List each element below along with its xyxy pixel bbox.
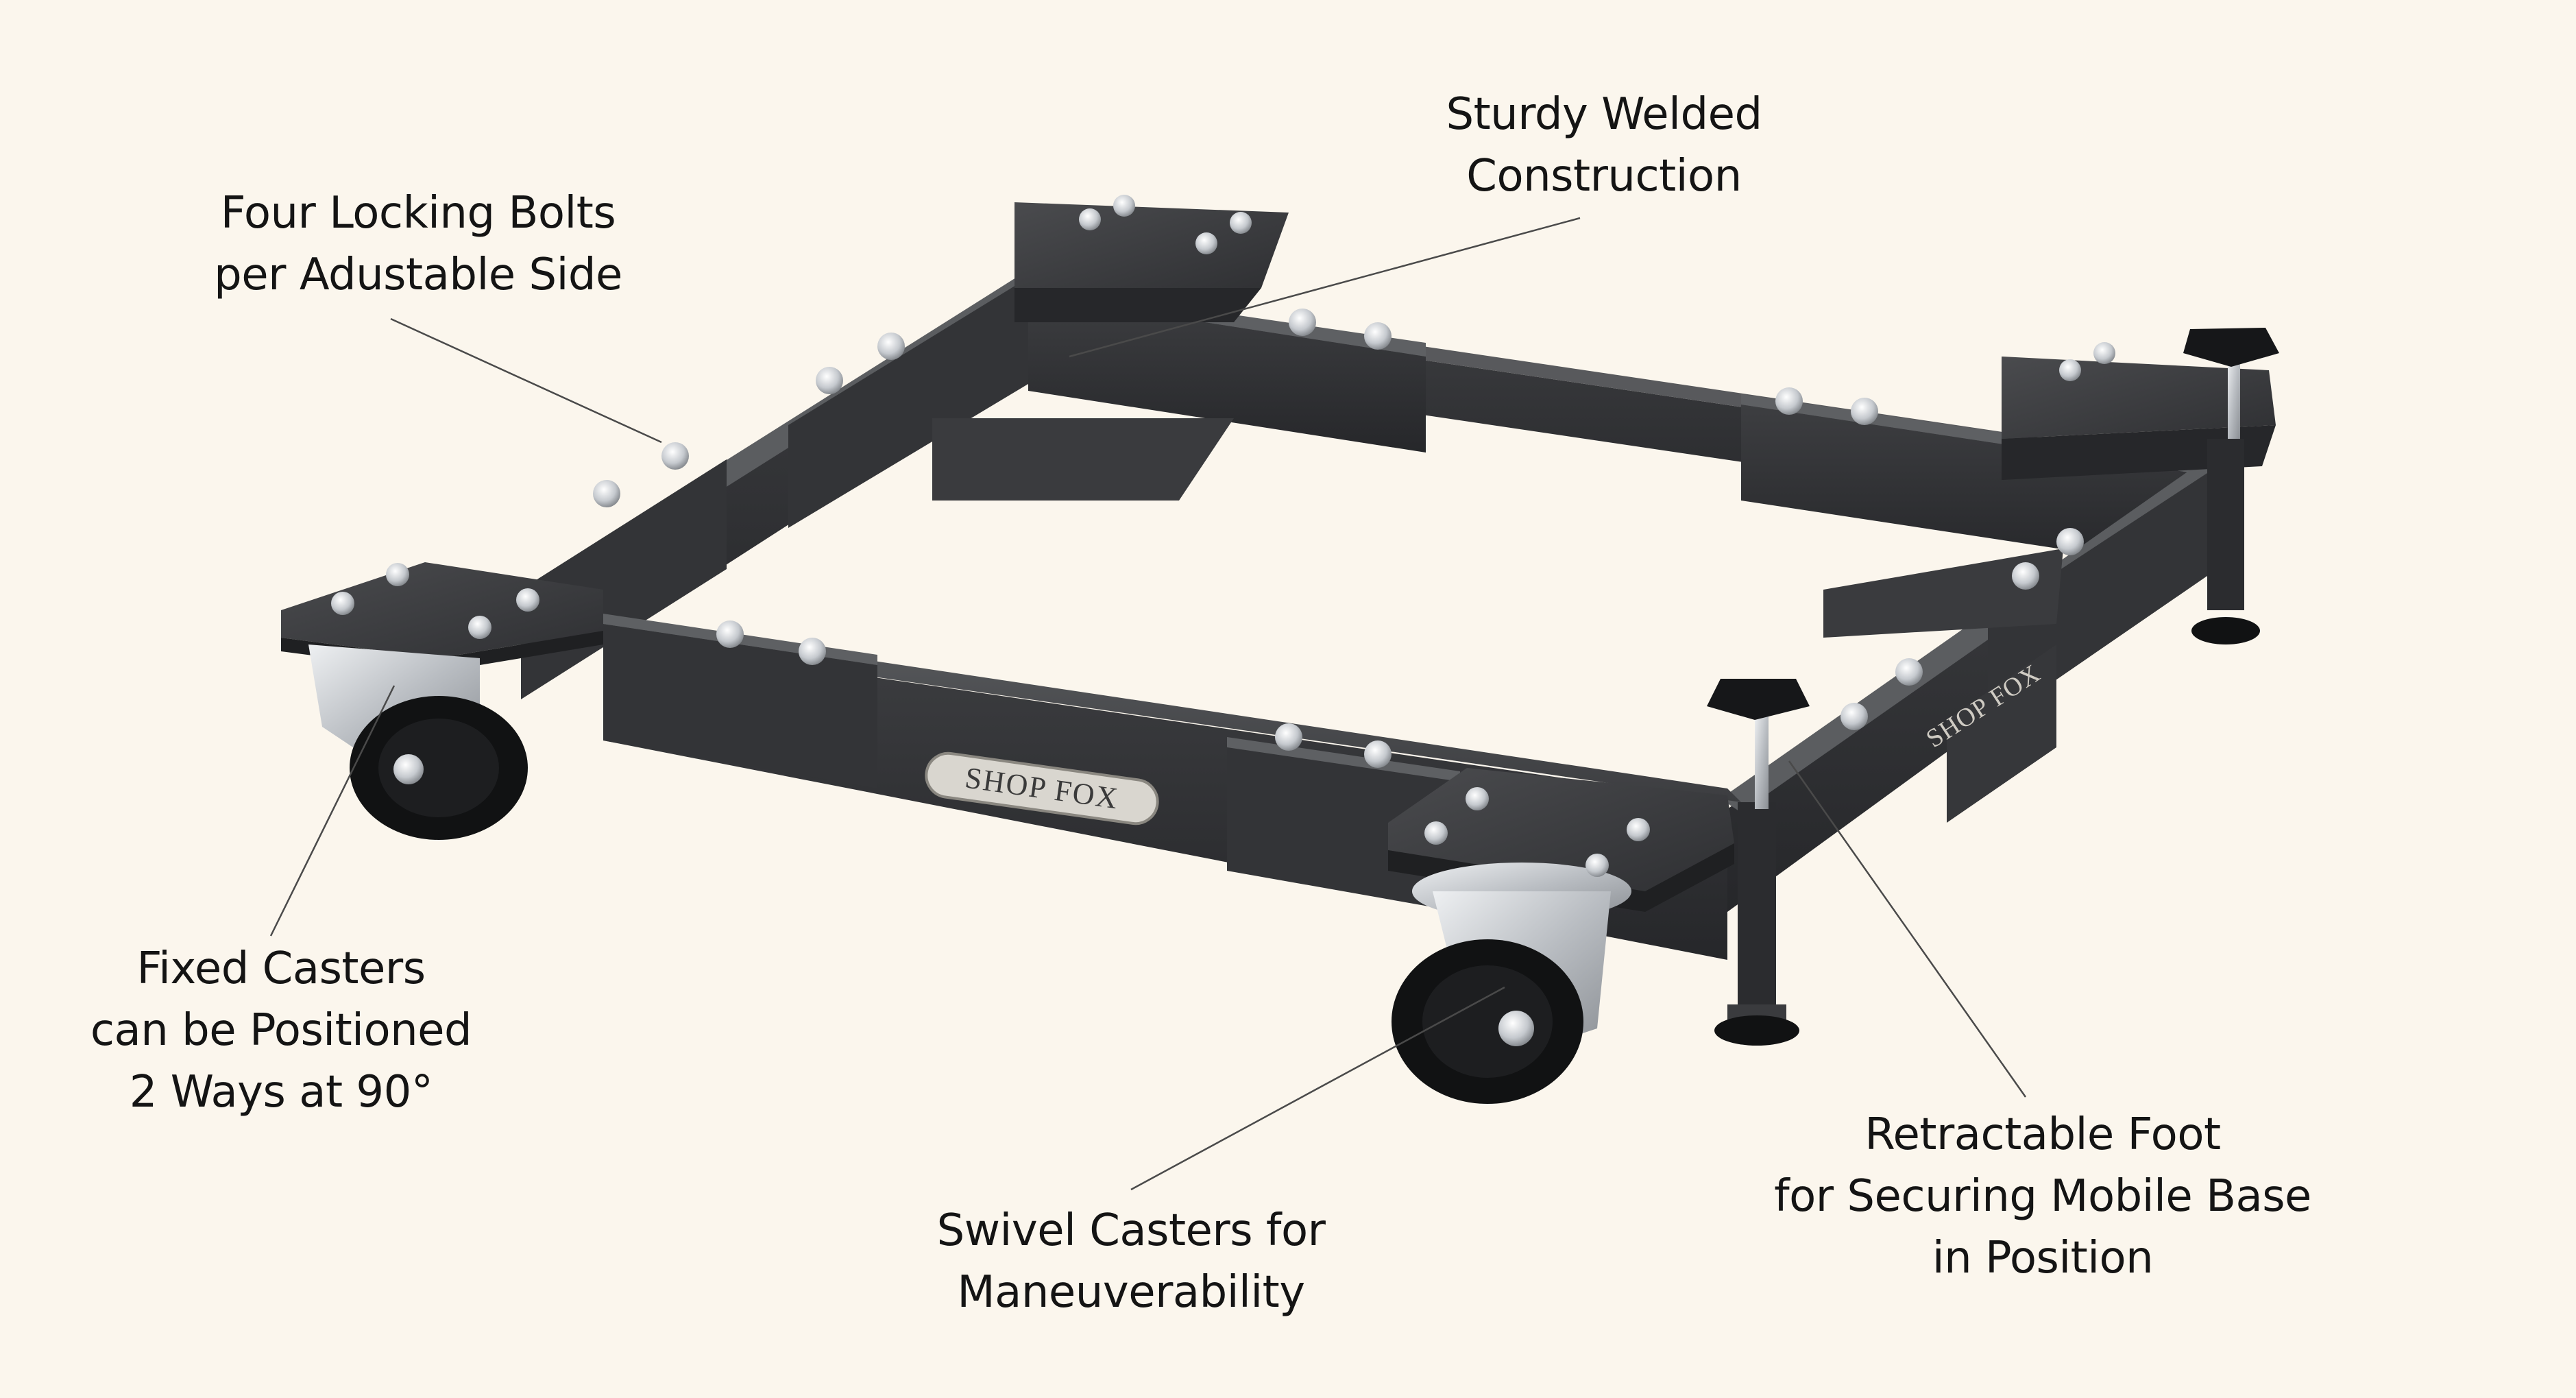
callout-foot-line-3: in Position [1932,1233,2154,1283]
fixed-caster [308,644,528,840]
plate-bolts [331,195,2115,877]
callout-locking-bolts: Four Locking Bolts per Adustable Side [123,182,713,306]
callout-bolts-line-1: Four Locking Bolts [220,188,616,239]
callout-welded-construction: Sturdy Welded Construction [1330,84,1878,207]
leader-fixed [269,685,396,937]
retractable-foot [1707,679,1810,809]
leader-welded [1069,217,1581,358]
callout-bolts-line-2: per Adustable Side [214,250,622,300]
leader-swivel [1130,986,1505,1191]
callout-swivel-casters: Swivel Casters for Maneuverability [857,1200,1405,1323]
callout-welded-line-1: Sturdy Welded [1446,89,1762,140]
back-right-leg [2183,328,2279,644]
callout-fixed-line-2: can be Positioned [90,1005,472,1056]
leader-bolts [390,317,662,444]
callout-swivel-line-1: Swivel Casters for [936,1205,1326,1256]
leader-lines [269,217,2027,1191]
callout-foot-line-2: for Securing Mobile Base [1774,1171,2311,1222]
callout-fixed-line-1: Fixed Casters [136,943,426,994]
callout-foot-line-1: Retractable Foot [1864,1109,2221,1160]
callout-retractable-foot: Retractable Foot for Securing Mobile Bas… [1741,1104,2344,1289]
locking-bolts [593,309,2084,768]
callout-fixed-line-3: 2 Ways at 90° [129,1067,433,1118]
callout-welded-line-2: Construction [1466,151,1742,202]
leader-foot [1788,760,2027,1098]
front-right-leg [1714,802,1799,1046]
callout-fixed-casters: Fixed Casters can be Positioned 2 Ways a… [62,938,500,1123]
swivel-caster [1392,863,1631,1104]
callout-swivel-line-2: Maneuverability [957,1267,1305,1318]
